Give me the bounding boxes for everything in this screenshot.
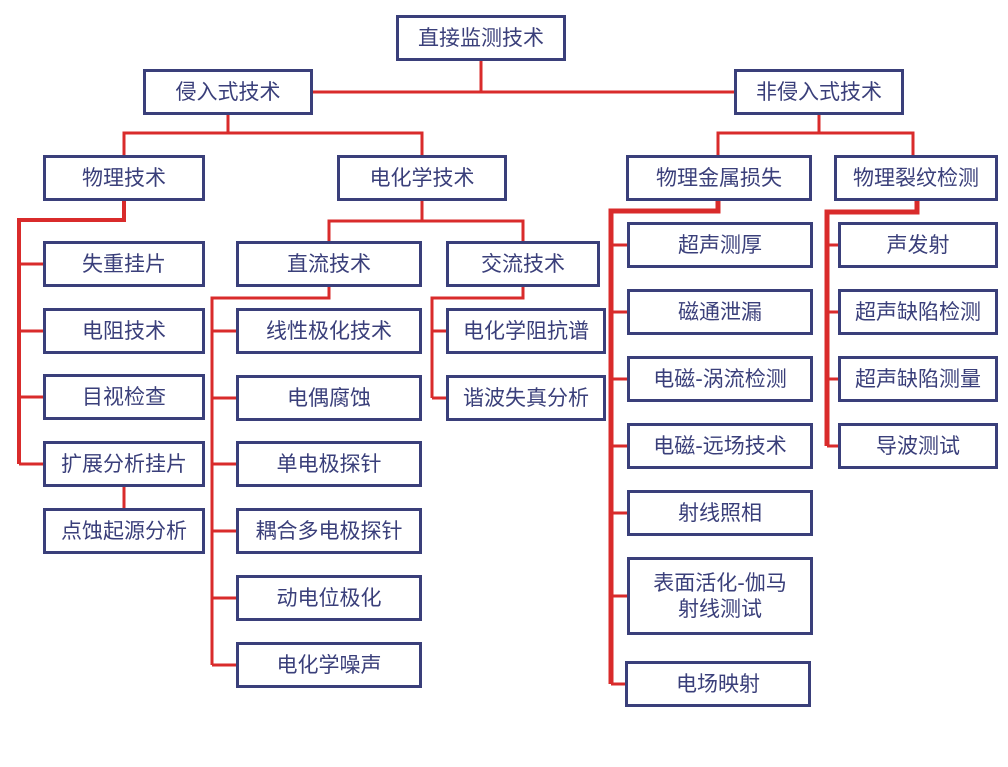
node-galvanic: 电偶腐蚀 <box>236 375 422 421</box>
node-harmonic-distortion: 谐波失真分析 <box>446 375 606 421</box>
connector-invasive-children <box>122 131 424 155</box>
node-weight-loss-coupon: 失重挂片 <box>43 241 205 287</box>
node-single-electrode: 单电极探针 <box>236 441 422 487</box>
node-electrochemical-noise: 电化学噪声 <box>236 642 422 688</box>
node-eddy-current: 电磁-涡流检测 <box>627 356 813 402</box>
node-electrical-resistance: 电阻技术 <box>43 308 205 354</box>
connector-noninvasive-children <box>716 131 915 155</box>
node-invasive: 侵入式技术 <box>143 69 313 115</box>
node-magnetic-flux-leakage: 磁通泄漏 <box>627 289 813 335</box>
node-dc: 直流技术 <box>236 241 422 287</box>
connector-physical-trunk <box>17 201 126 464</box>
node-remote-field: 电磁-远场技术 <box>627 423 813 469</box>
node-multi-electrode: 耦合多电极探针 <box>236 508 422 554</box>
connector-crack-trunk <box>824 201 920 446</box>
node-physical: 物理技术 <box>43 155 205 201</box>
node-extended-coupon: 扩展分析挂片 <box>43 441 205 487</box>
connector-ac-trunk <box>430 287 525 398</box>
node-field-mapping: 电场映射 <box>625 661 811 707</box>
node-electrochemical: 电化学技术 <box>337 155 507 201</box>
node-radiography: 射线照相 <box>627 490 813 536</box>
node-pitting-origin: 点蚀起源分析 <box>43 508 205 554</box>
connector-echem-children <box>327 219 525 241</box>
node-ultrasonic-thickness: 超声测厚 <box>627 222 813 268</box>
connector-dc-trunk <box>210 287 331 665</box>
node-lpr: 线性极化技术 <box>236 308 422 354</box>
node-noninvasive: 非侵入式技术 <box>734 69 904 115</box>
node-ultrasonic-flaw-sizing: 超声缺陷测量 <box>838 356 998 402</box>
node-acoustic-emission: 声发射 <box>838 222 998 268</box>
node-potentiodynamic: 动电位极化 <box>236 575 422 621</box>
node-ac: 交流技术 <box>446 241 600 287</box>
node-guided-wave: 导波测试 <box>838 423 998 469</box>
node-root: 直接监测技术 <box>396 15 566 61</box>
node-visual-inspection: 目视检查 <box>43 374 205 420</box>
node-ultrasonic-flaw-detection: 超声缺陷检测 <box>838 289 998 335</box>
node-gamma-activation: 表面活化-伽马 射线测试 <box>627 557 813 635</box>
node-crack-detection: 物理裂纹检测 <box>834 155 998 201</box>
node-eis: 电化学阻抗谱 <box>446 308 606 354</box>
node-metal-loss: 物理金属损失 <box>626 155 812 201</box>
